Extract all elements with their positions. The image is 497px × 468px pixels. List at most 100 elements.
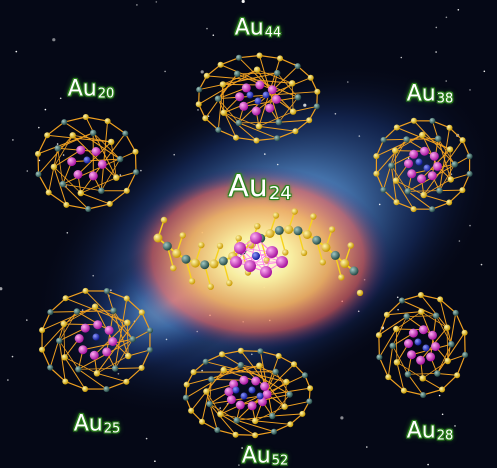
bond [401, 294, 422, 302]
star [458, 240, 461, 242]
atom [253, 137, 260, 144]
label-au20: Au20 [68, 78, 115, 104]
bond [437, 372, 458, 376]
star [219, 407, 221, 409]
bond [390, 165, 397, 203]
atom [188, 278, 196, 285]
star [276, 163, 279, 166]
atom [436, 187, 443, 194]
bond [206, 383, 234, 393]
atom [235, 119, 242, 127]
bond [382, 150, 396, 191]
star [366, 446, 368, 448]
bond [209, 379, 212, 405]
atom [195, 101, 202, 108]
atom [286, 391, 293, 398]
bond [96, 372, 127, 383]
bond [258, 111, 294, 127]
atom [414, 338, 422, 346]
atom [216, 242, 224, 250]
bond [387, 376, 405, 392]
bond [59, 340, 79, 370]
atom [284, 225, 294, 234]
atom [240, 392, 248, 400]
atom [61, 354, 68, 361]
atom [349, 266, 359, 276]
bond [403, 389, 424, 396]
label-au52-count: 52 [271, 453, 289, 468]
au20-structure [35, 114, 139, 212]
bond [240, 364, 265, 387]
bond [62, 183, 102, 192]
atom [252, 252, 260, 260]
bond [240, 350, 261, 352]
star [11, 355, 14, 358]
star [457, 9, 460, 11]
atom [132, 148, 139, 155]
atom [443, 324, 451, 331]
bond [407, 373, 424, 396]
atom [44, 132, 51, 139]
atom [188, 407, 195, 414]
atom [282, 249, 289, 256]
bond [255, 431, 275, 436]
bond [53, 135, 74, 168]
star [241, 0, 245, 3]
atom [138, 309, 145, 316]
atom [292, 128, 299, 135]
atom [88, 171, 98, 181]
atom [62, 378, 69, 385]
bond [391, 165, 409, 192]
bond [423, 139, 463, 196]
atom [265, 229, 275, 238]
atom [59, 180, 66, 188]
bond [62, 151, 136, 185]
bond [243, 96, 299, 107]
bond [71, 158, 121, 163]
bond [217, 87, 247, 100]
atom [61, 119, 68, 126]
atom [89, 350, 99, 360]
atom [435, 135, 442, 142]
bond [53, 149, 81, 168]
star [7, 379, 9, 381]
label-au24-count: 24 [268, 183, 292, 204]
atom [172, 248, 182, 258]
atom [108, 138, 115, 146]
atom [60, 320, 67, 328]
atom [420, 392, 427, 398]
atom [287, 421, 294, 428]
bond [392, 345, 409, 375]
atom [274, 69, 281, 77]
bond [422, 134, 451, 150]
atom [215, 126, 222, 133]
bond [221, 350, 241, 355]
bond [220, 57, 240, 66]
bond [65, 297, 128, 324]
atom [108, 337, 118, 346]
bond [284, 400, 310, 408]
star [206, 27, 208, 30]
atom [428, 330, 437, 340]
bond [278, 119, 310, 123]
atom [306, 117, 313, 124]
bond [199, 72, 278, 91]
bond [53, 166, 82, 194]
bond [292, 105, 317, 113]
bond [390, 139, 407, 166]
atom [408, 328, 418, 338]
atom [302, 230, 312, 239]
atom [429, 117, 436, 124]
atom [416, 355, 426, 365]
atom [256, 392, 264, 400]
atom [256, 362, 263, 369]
atom [47, 309, 54, 316]
bond [236, 419, 275, 433]
bond [206, 369, 225, 392]
atom [252, 432, 259, 439]
atom [437, 296, 444, 303]
bond [63, 324, 66, 358]
atom [93, 320, 103, 330]
atom [233, 134, 239, 141]
